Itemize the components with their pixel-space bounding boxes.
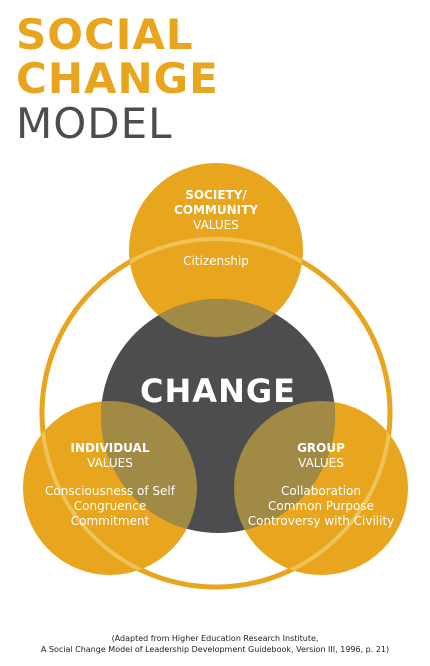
group-heading: GROUP xyxy=(297,441,345,455)
change-label: CHANGE xyxy=(140,372,296,410)
group-item: Controversy with Civility xyxy=(247,514,395,528)
individual-heading: INDIVIDUAL xyxy=(70,441,150,455)
overlap-individual xyxy=(101,401,197,533)
group-subheading: VALUES xyxy=(298,456,344,470)
individual-item: Commitment xyxy=(70,514,150,528)
society-heading-line2: COMMUNITY xyxy=(173,203,259,217)
society-item: Citizenship xyxy=(183,254,249,268)
title-model: MODEL xyxy=(16,99,173,148)
ring-over-society xyxy=(129,237,303,337)
overlap-group xyxy=(234,401,335,533)
group-item: Collaboration xyxy=(281,484,361,498)
citation-line1: (Adapted from Higher Education Research … xyxy=(111,634,319,643)
individual-subheading: VALUES xyxy=(87,456,133,470)
society-subheading: VALUES xyxy=(193,218,239,232)
group-item: Common Purpose xyxy=(267,499,375,513)
title-change: CHANGE xyxy=(16,54,219,103)
individual-item: Congruence xyxy=(73,499,147,513)
individual-item: Consciousness of Self xyxy=(45,484,175,498)
society-heading-line1: SOCIETY/ xyxy=(185,188,247,202)
society-circle xyxy=(129,163,303,337)
title-social: SOCIAL xyxy=(16,10,194,59)
citation-line2: A Social Change Model of Leadership Deve… xyxy=(40,645,390,654)
